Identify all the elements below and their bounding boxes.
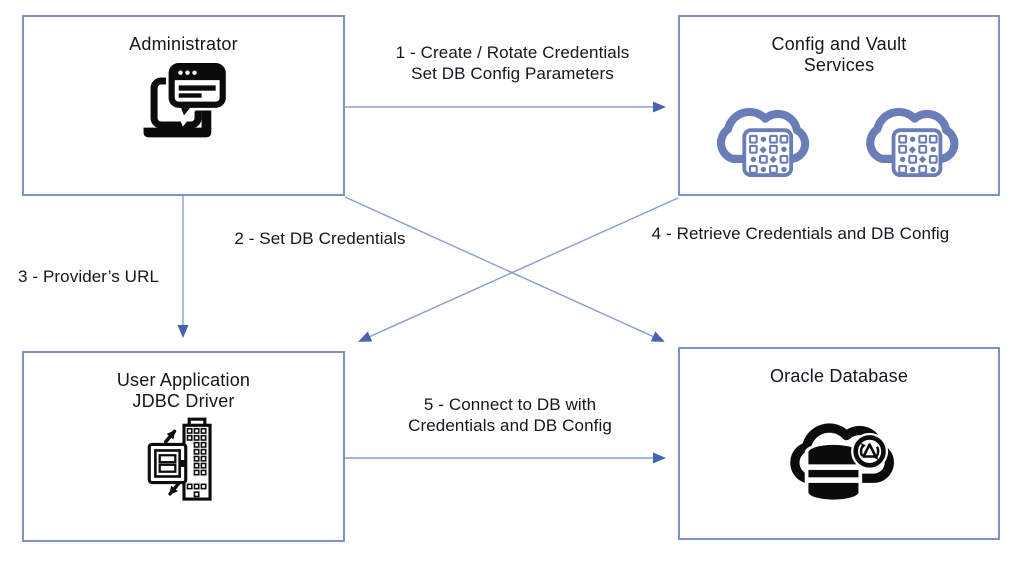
edge-label-5: 5 - Connect to DB with Credentials and D…	[345, 394, 675, 436]
config-vault-title-line1: Config and Vault	[771, 34, 907, 54]
edge-label-5-line1: 5 - Connect to DB with	[423, 395, 597, 414]
user-application-title-line2: JDBC Driver	[132, 391, 235, 411]
edge-label-1-line1: 1 - Create / Rotate Credentials	[395, 43, 630, 62]
config-vault-title: Config and Vault Services	[772, 34, 907, 76]
edge-label-2-line1: 2 - Set DB Credentials	[234, 229, 406, 248]
node-administrator: Administrator	[22, 15, 345, 196]
administrator-title: Administrator	[129, 34, 238, 54]
cloud-keypad-icons	[706, 88, 972, 185]
cloud-database-icon	[774, 393, 904, 512]
node-user-application: User Application JDBC Driver	[22, 351, 345, 542]
building-transfer-icon	[144, 414, 224, 511]
edge-label-3: 3 - Provider’s URL	[18, 266, 159, 287]
cloud-keypad-icon	[870, 112, 954, 175]
config-vault-title-line2: Services	[803, 55, 875, 75]
edge-label-2: 2 - Set DB Credentials	[165, 228, 475, 249]
edge-label-1: 1 - Create / Rotate Credentials Set DB C…	[345, 42, 680, 84]
node-config-vault-services: Config and Vault Services	[678, 15, 1000, 196]
node-oracle-database: Oracle Database	[678, 347, 1000, 540]
arrow-2-admin-to-oracle	[344, 196, 665, 342]
oracle-database-title: Oracle Database	[769, 366, 909, 386]
arrow-4-config-to-userapp	[358, 197, 679, 342]
edge-label-1-line2: Set DB Config Parameters	[411, 64, 614, 83]
cloud-keypad-icon	[721, 112, 805, 175]
user-application-title: User Application JDBC Driver	[117, 370, 250, 412]
user-application-title-line1: User Application	[116, 370, 251, 390]
laptop-chat-icon	[140, 60, 228, 149]
edge-label-4-line1: 4 - Retrieve Credentials and DB Config	[651, 224, 950, 243]
edge-label-3-line1: 3 - Provider’s URL	[18, 267, 159, 286]
edge-label-4: 4 - Retrieve Credentials and DB Config	[628, 223, 973, 244]
edge-label-5-line2: Credentials and DB Config	[408, 416, 612, 435]
